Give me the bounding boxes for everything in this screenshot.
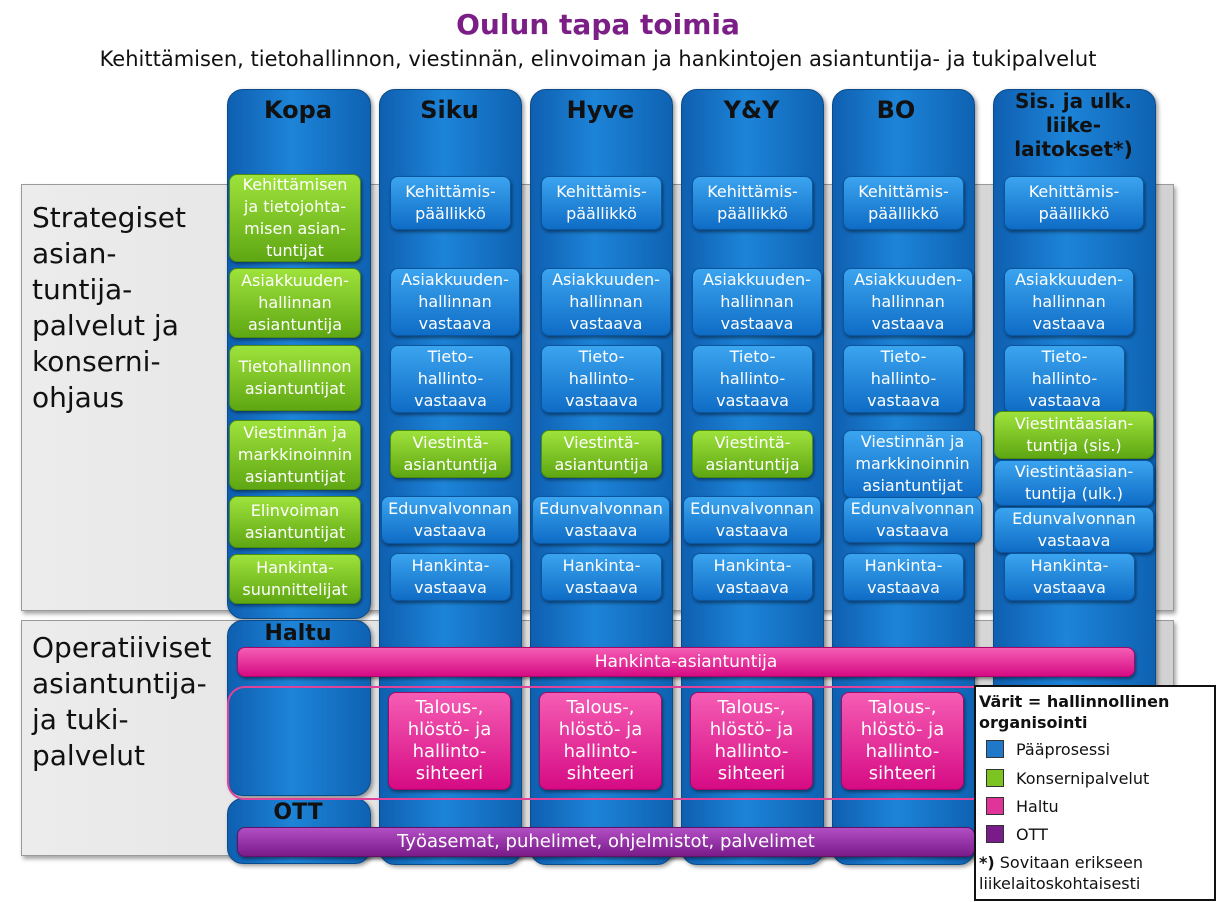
ott-services-bar: Työasemat, puhelimet, ohjelmistot, palve…: [237, 827, 975, 857]
legend-note: *) Sovitaan erikseen liikelaitoskohtaise…: [979, 852, 1143, 894]
bo-talous: Talous-, hlöstö- ja hallinto- sihteeri: [841, 692, 964, 790]
column-head-hyve: Hyve: [566, 96, 635, 124]
strategic-band-label: Strategiset asian- tuntija- palvelut ja …: [32, 201, 186, 414]
bo-tietohallinto: Tieto- hallinto- vastaava: [843, 345, 964, 413]
sis-asiakkuus: Asiakkuuden- hallinnan vastaava: [1004, 268, 1134, 336]
kopa-box-viestinta: Viestinnän ja markkinoinnin asiantuntija…: [229, 420, 361, 490]
sis-hankinta: Hankinta- vastaava: [1004, 553, 1135, 601]
legend-swatch: [986, 797, 1004, 815]
legend-note-mark: *): [979, 853, 995, 872]
sis-kehittamispaallikko: Kehittämis- päällikkö: [1004, 176, 1144, 230]
column-head-yy: Y&Y: [723, 96, 780, 124]
operative-band-label: Operatiiviset asiantuntija- ja tuki- pal…: [32, 631, 212, 772]
legend-swatch: [986, 740, 1004, 758]
page-title: Oulun tapa toimia: [456, 8, 740, 41]
hyve-edunvalvonta: Edunvalvonnan vastaava: [532, 496, 670, 544]
kopa-box-kehittaminen: Kehittämisen ja tietojohta- misen asian-…: [229, 174, 361, 262]
legend-item-konsernipalvelut: Konsernipalvelut: [986, 767, 1149, 789]
column-head-haltu: Haltu: [264, 621, 332, 646]
column-head-ott: OTT: [273, 800, 323, 825]
yy-asiakkuus: Asiakkuuden- hallinnan vastaava: [692, 268, 822, 336]
kopa-box-hankinta: Hankinta- suunnittelijat: [229, 554, 361, 604]
hyve-kehittamispaallikko: Kehittämis- päällikkö: [541, 176, 662, 230]
bo-viestinta: Viestinnän ja markkinoinnin asiantuntija…: [843, 430, 982, 498]
siku-asiakkuus: Asiakkuuden- hallinnan vastaava: [390, 268, 520, 336]
yy-viestinta: Viestintä- asiantuntija: [692, 430, 813, 478]
kopa-box-tietohallinto: Tietohallinnon asiantuntijat: [229, 345, 361, 411]
legend-item-haltu: Haltu: [986, 795, 1059, 817]
hankinta-asiantuntija-bar: Hankinta-asiantuntija: [237, 647, 1135, 677]
hyve-tietohallinto: Tieto- hallinto- vastaava: [541, 345, 662, 413]
siku-hankinta: Hankinta- vastaava: [390, 553, 511, 601]
column-head-sis: Sis. ja ulk. liike- laitokset*): [1014, 89, 1133, 161]
sis-edunvalvonta: Edunvalvonnan vastaava: [994, 507, 1154, 553]
kopa-box-elinvoima: Elinvoiman asiantuntijat: [229, 496, 361, 548]
bo-edunvalvonta: Edunvalvonnan vastaava: [843, 497, 982, 543]
column-head-kopa: Kopa: [263, 96, 333, 124]
legend-swatch: [986, 769, 1004, 787]
yy-talous: Talous-, hlöstö- ja hallinto- sihteeri: [690, 692, 813, 790]
legend-title: Värit = hallinnollinen organisointi: [979, 692, 1170, 732]
sis-viestinta-ulk: Viestintäasian- tuntija (ulk.): [994, 460, 1154, 506]
yy-kehittamispaallikko: Kehittämis- päällikkö: [692, 176, 813, 230]
page-subtitle: Kehittämisen, tietohallinnon, viestinnän…: [99, 47, 1097, 71]
bo-asiakkuus: Asiakkuuden- hallinnan vastaava: [843, 268, 973, 336]
bo-kehittamispaallikko: Kehittämis- päällikkö: [843, 176, 964, 230]
hyve-hankinta: Hankinta- vastaava: [541, 553, 662, 601]
siku-edunvalvonta: Edunvalvonnan vastaava: [381, 496, 519, 544]
legend-label: Haltu: [1016, 796, 1059, 816]
legend-item-paaprosessi: Pääprosessi: [986, 738, 1110, 760]
yy-edunvalvonta: Edunvalvonnan vastaava: [683, 496, 821, 544]
column-head-siku: Siku: [420, 96, 479, 124]
siku-kehittamispaallikko: Kehittämis- päällikkö: [390, 176, 511, 230]
legend-label: Konsernipalvelut: [1016, 768, 1150, 788]
hyve-talous: Talous-, hlöstö- ja hallinto- sihteeri: [539, 692, 662, 790]
siku-viestinta: Viestintä- asiantuntija: [390, 430, 511, 478]
legend-item-ott: OTT: [986, 823, 1048, 845]
legend-label: OTT: [1016, 824, 1048, 844]
kopa-box-asiakkuus: Asiakkuuden- hallinnan asiantuntija: [229, 268, 361, 338]
column-head-bo: BO: [876, 96, 916, 124]
yy-hankinta: Hankinta- vastaava: [692, 553, 813, 601]
sis-tietohallinto: Tieto- hallinto- vastaava: [1004, 345, 1125, 413]
legend-label: Pääprosessi: [1016, 739, 1111, 759]
legend-swatch: [986, 825, 1004, 843]
legend-note-text: Sovitaan erikseen liikelaitoskohtaisesti: [979, 853, 1144, 893]
sis-viestinta-sis: Viestintäasian- tuntija (sis.): [994, 411, 1154, 459]
hyve-asiakkuus: Asiakkuuden- hallinnan vastaava: [541, 268, 671, 336]
bo-hankinta: Hankinta- vastaava: [843, 553, 964, 601]
yy-tietohallinto: Tieto- hallinto- vastaava: [692, 345, 813, 413]
siku-talous: Talous-, hlöstö- ja hallinto- sihteeri: [388, 692, 511, 790]
legend: Värit = hallinnollinen organisointi Pääp…: [974, 685, 1216, 901]
siku-tietohallinto: Tieto- hallinto- vastaava: [390, 345, 511, 413]
hyve-viestinta: Viestintä- asiantuntija: [541, 430, 662, 478]
